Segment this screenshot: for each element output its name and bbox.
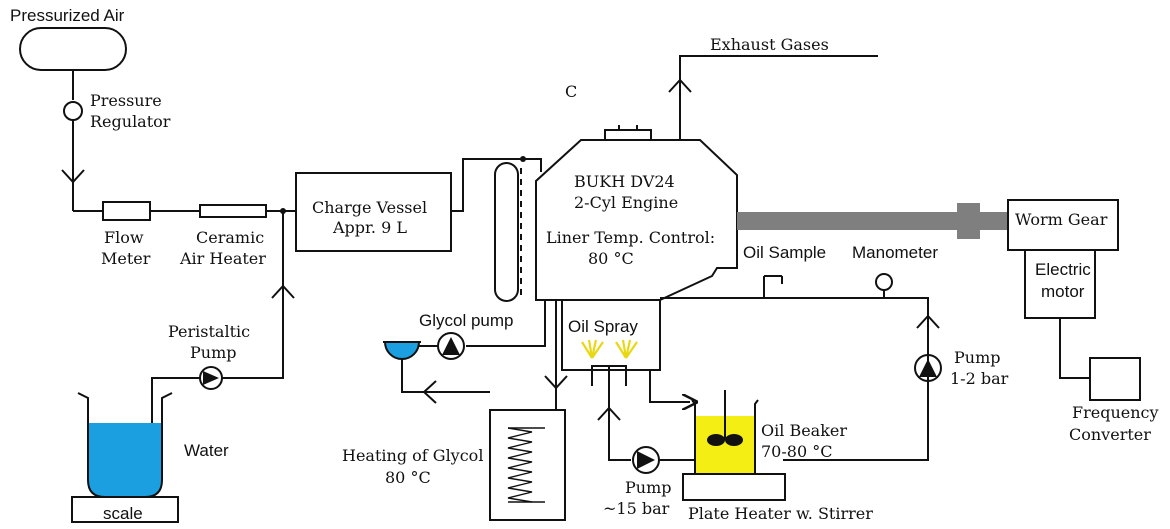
label-scale: scale [103, 504, 143, 523]
label-liner-temp: Liner Temp. Control: [546, 228, 715, 247]
manometer-icon [875, 273, 893, 291]
label-oil-beaker: Oil Beaker [761, 421, 847, 440]
air-tank [19, 27, 127, 71]
plate-heater [682, 473, 786, 501]
pump-1-2-bar-icon [914, 354, 942, 382]
arrow-down-air [61, 169, 85, 184]
label-air-heater: Air Heater [179, 249, 266, 268]
arrow-down-glycol [544, 375, 568, 390]
ceramic-air-heater [199, 204, 267, 218]
label-heating-glycol-temp: 80 °C [385, 468, 431, 487]
drive-shaft [737, 212, 957, 230]
label-heating-glycol: Heating of Glycol [342, 446, 483, 465]
label-regulator: Regulator [90, 112, 171, 131]
label-ceramic: Ceramic [196, 228, 264, 247]
label-pump-high-pressure: ~15 bar [603, 499, 670, 518]
label-exhaust: Exhaust Gases [710, 35, 829, 54]
glycol-heater [489, 409, 566, 521]
label-engine: BUKH DV24 [574, 172, 675, 191]
label-frequency: Frequency [1072, 403, 1159, 422]
label-electric: Electric [1035, 260, 1091, 279]
frequency-converter [1089, 357, 1141, 401]
label-oil-beaker-temp: 70-80 °C [761, 442, 832, 461]
label-converter: Converter [1069, 425, 1151, 444]
engine-block [535, 139, 738, 301]
arrow-up-exhaust [668, 78, 692, 93]
label-charge-vessel: Charge Vessel [312, 198, 427, 217]
scale [71, 496, 179, 523]
label-flow: Flow [104, 228, 144, 247]
label-plate-heater: Plate Heater w. Stirrer [688, 504, 873, 523]
label-engine-type: 2-Cyl Engine [574, 193, 678, 212]
label-liner-temp-value: 80 °C [588, 249, 634, 268]
label-pressure: Pressure [90, 91, 162, 110]
flow-meter [102, 201, 151, 221]
label-charge-volume: Appr. 9 L [332, 218, 407, 237]
arrow-up-spray-feed [597, 406, 621, 421]
label-manometer: Manometer [852, 243, 938, 262]
oil-spray-box [561, 299, 661, 371]
glycol-fill [385, 342, 419, 359]
label-c: C [565, 82, 577, 101]
pressure-regulator-icon [63, 101, 83, 121]
label-water: Water [184, 441, 229, 460]
label-oil-sample: Oil Sample [743, 243, 826, 262]
intake-cylinder [494, 162, 519, 302]
spray-nozzles [581, 339, 638, 359]
label-meter: Meter [101, 249, 151, 268]
arrow-left-glycol [422, 380, 437, 404]
label-peristaltic: Peristaltic [168, 322, 250, 341]
label-pump-low: Pump [954, 348, 1000, 367]
water-fill [88, 423, 162, 497]
arrow-up-oil-return [916, 314, 940, 329]
label-peristaltic-pump: Pump [190, 343, 236, 362]
label-worm-gear: Worm Gear [1015, 210, 1108, 229]
label-oil-spray: Oil Spray [568, 317, 638, 336]
arrow-up-water [271, 284, 295, 299]
label-pressurized-air: Pressurized Air [10, 6, 125, 25]
label-glycol-pump: Glycol pump [419, 311, 513, 330]
label-pump-high: Pump [625, 478, 671, 497]
label-motor: motor [1041, 282, 1085, 301]
label-pump-low-pressure: 1-2 bar [950, 369, 1009, 388]
